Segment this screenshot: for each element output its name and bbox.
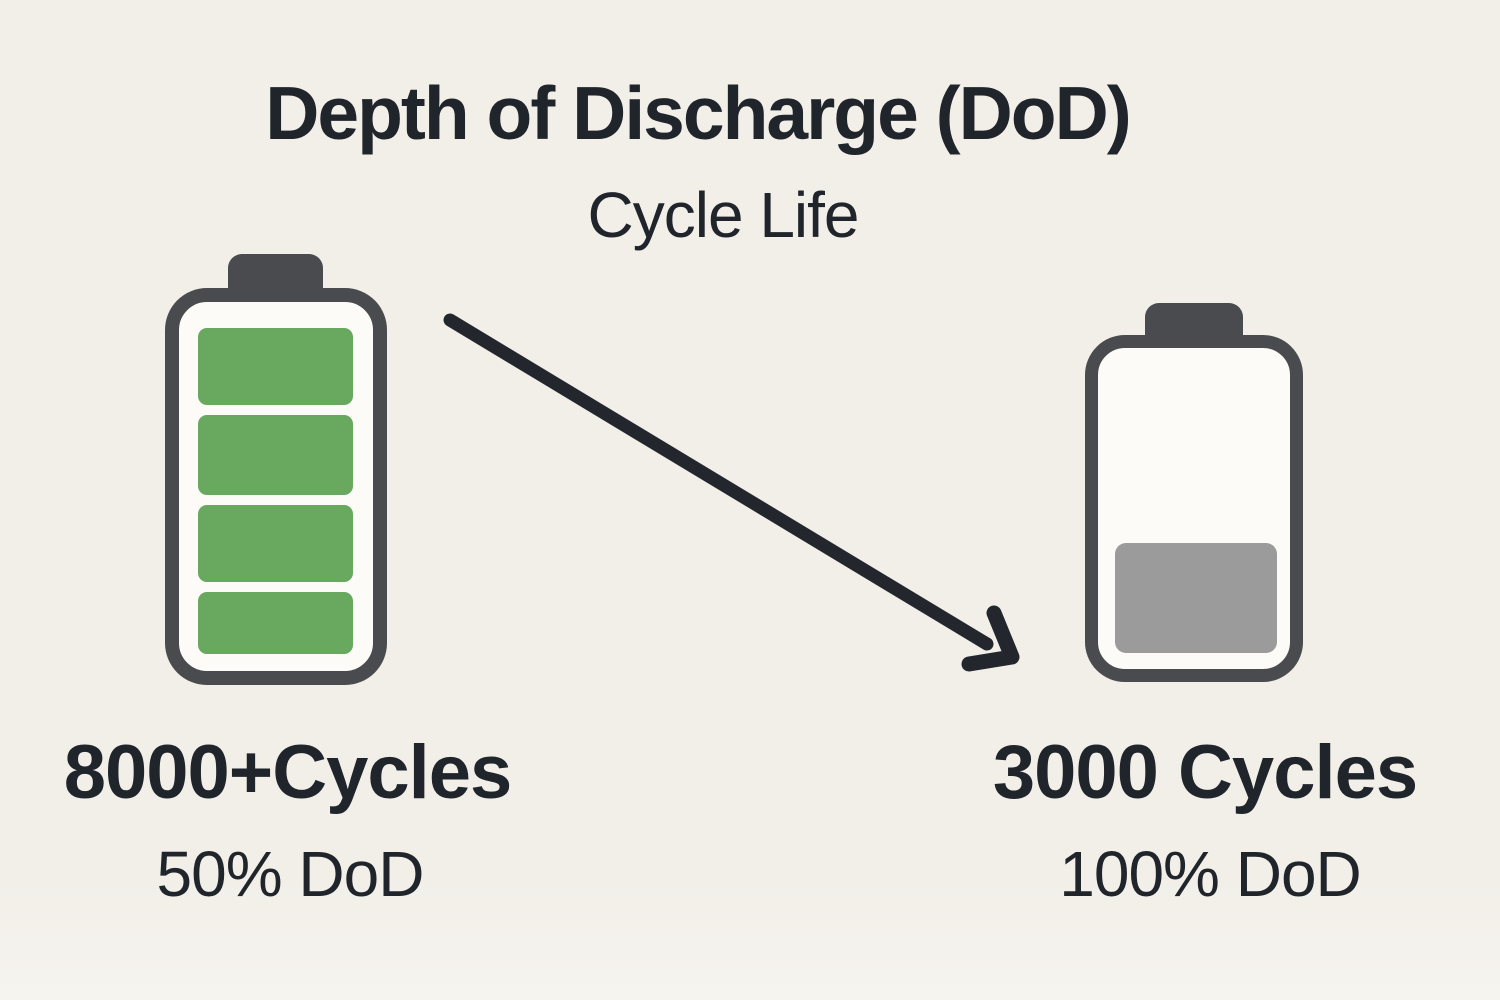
left-cycles-label: 8000+Cycles — [63, 730, 513, 815]
page-title: Depth of Discharge (DoD) — [265, 71, 1132, 155]
battery-fill-segments — [198, 328, 353, 654]
battery-fill-segment — [198, 505, 353, 582]
battery-fill-segment — [198, 415, 353, 495]
right-dod-label: 100% DoD — [1059, 838, 1362, 910]
full-battery-icon — [165, 288, 387, 685]
battery-fill-segment — [198, 592, 353, 654]
low-battery-icon — [1085, 335, 1303, 682]
page-subtitle: Cycle Life — [587, 179, 860, 251]
battery-fill-segment — [1115, 543, 1277, 653]
battery-fill-segments — [1115, 543, 1277, 653]
battery-fill-segment — [198, 328, 353, 405]
right-cycles-label: 3000 Cycles — [992, 730, 1418, 815]
left-dod-label: 50% DoD — [156, 838, 425, 910]
